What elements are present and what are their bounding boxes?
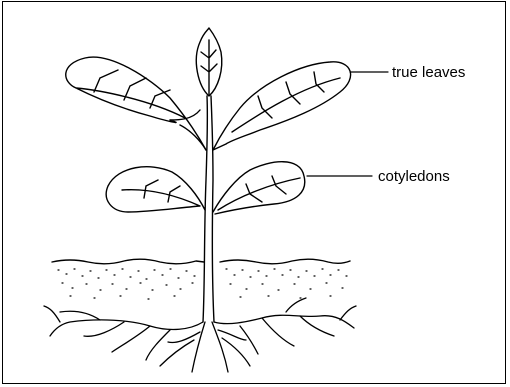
- soil-speckles: [58, 269, 347, 299]
- true-leaf-right: [213, 62, 351, 150]
- cotyledon-left: [106, 167, 205, 212]
- soil-surface-line: [52, 259, 350, 264]
- true-leaf-left: [66, 57, 206, 150]
- label-true-leaves: true leaves: [392, 65, 465, 80]
- label-cotyledons: cotyledons: [378, 169, 450, 184]
- top-bud-leaf: [196, 28, 221, 96]
- root-system: [44, 298, 356, 372]
- cotyledon-right: [213, 162, 305, 214]
